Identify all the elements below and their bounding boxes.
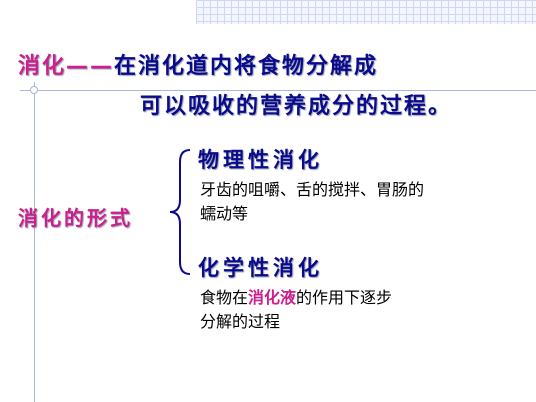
decorative-grid xyxy=(196,0,536,24)
chemical-desc-line-2: 分解的过程 xyxy=(200,312,281,331)
decorative-circle xyxy=(30,86,38,94)
chemical-digestion-desc: 食物在消化液的作用下逐步 分解的过程 xyxy=(200,286,510,334)
forms-label: 消化的形式 xyxy=(18,206,133,230)
chemical-desc-pre: 食物在 xyxy=(200,288,249,307)
definition-term: 消化 xyxy=(18,54,67,79)
decorative-vertical-line xyxy=(34,82,35,402)
definition-line-2: 可以吸收的营养成分的过程。 xyxy=(140,94,453,119)
chemical-desc-highlight: 消化液 xyxy=(248,288,297,307)
physical-desc-line-1: 牙齿的咀嚼、舌的搅拌、胃肠的 xyxy=(200,180,425,199)
definition-text-1: 在消化道内将食物分解成 xyxy=(114,54,379,79)
physical-digestion-desc: 牙齿的咀嚼、舌的搅拌、胃肠的 蠕动等 xyxy=(200,178,510,226)
definition-dash: —— xyxy=(66,54,115,79)
definition-line-1: 消化——在消化道内将食物分解成 xyxy=(18,48,378,80)
physical-desc-line-2: 蠕动等 xyxy=(200,204,249,223)
chemical-desc-line-1: 食物在消化液的作用下逐步 xyxy=(200,286,510,310)
curly-brace-icon xyxy=(169,149,191,275)
chemical-desc-post: 的作用下逐步 xyxy=(296,288,393,307)
chemical-digestion-title: 化学性消化 xyxy=(198,256,323,280)
decorative-horizontal-line xyxy=(20,90,536,91)
physical-digestion-title: 物理性消化 xyxy=(198,148,323,172)
